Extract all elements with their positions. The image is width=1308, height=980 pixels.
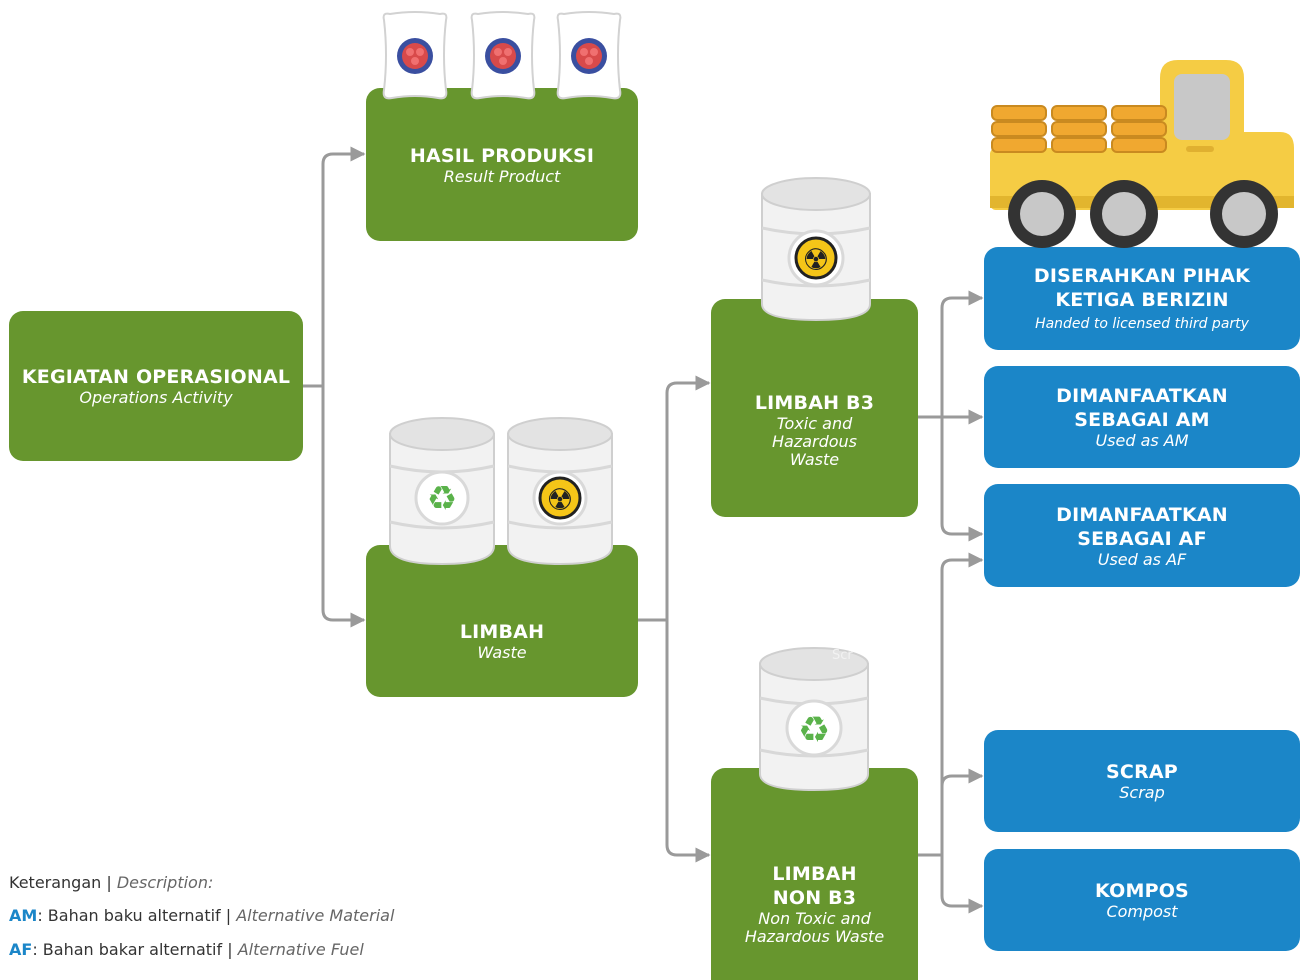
svg-text:☢: ☢ (803, 243, 830, 278)
third-party-title: DISERAHKAN PIHAK KETIGA BERIZIN (1033, 265, 1251, 311)
product-title: HASIL PRODUKSI (409, 144, 595, 167)
connector-to-nonb3 (665, 620, 711, 863)
scrap-box: SCRAP Scrap (984, 730, 1300, 832)
connector-to-b3 (665, 375, 711, 620)
result-product-box: HASIL PRODUKSI Result Product (366, 88, 638, 241)
watermark-text: Scr (832, 648, 853, 663)
non-b3-waste-box: LIMBAH NON B3 Non Toxic and Hazardous Wa… (711, 768, 918, 980)
legend-af-separator: | (222, 940, 238, 959)
legend-am-separator: | (220, 906, 237, 925)
svg-text:♻: ♻ (798, 710, 830, 751)
af-title: DIMANFAATKAN SEBAGAI AF (1056, 503, 1228, 550)
operations-subtitle: Operations Activity (79, 388, 233, 407)
used-as-af-box: DIMANFAATKAN SEBAGAI AF Used as AF (984, 484, 1300, 587)
waste-box: LIMBAH Waste (366, 545, 638, 697)
legend-separator: | (101, 873, 117, 892)
connector-to-third-party (940, 290, 984, 417)
non-b3-barrel-icon: ♻ (759, 647, 869, 792)
waste-title: LIMBAH (459, 621, 545, 643)
legend-af-text: : Bahan bakar alternatif (32, 940, 223, 959)
fertilizer-sacks-icon (382, 11, 622, 100)
legend-am-en: Alternative Material (236, 906, 395, 925)
af-subtitle: Used as AF (1097, 549, 1187, 569)
waste-barrels-icon: ♻ ☢ (389, 416, 614, 566)
am-title: DIMANFAATKAN SEBAGAI AM (1056, 385, 1228, 431)
operations-activity-box: KEGIATAN OPERASIONAL Operations Activity (9, 311, 303, 461)
third-party-box: DISERAHKAN PIHAK KETIGA BERIZIN Handed t… (984, 247, 1300, 350)
b3-barrel-icon: ☢ (761, 177, 871, 322)
truck-icon (990, 60, 1294, 248)
b3-subtitle: Toxic and Hazardous Waste (771, 414, 858, 469)
legend-af: AF: Bahan bakar alternatif | Alternative… (9, 940, 364, 959)
connector-to-waste (321, 386, 366, 628)
legend-am-abbr: AM (9, 906, 38, 925)
legend-af-abbr: AF (9, 940, 33, 959)
non-b3-subtitle: Non Toxic and Hazardous Waste (744, 909, 885, 946)
legend-heading-en: Description: (116, 873, 214, 892)
operations-title: KEGIATAN OPERASIONAL (21, 366, 291, 388)
am-subtitle: Used as AM (1095, 431, 1189, 450)
compost-box: KOMPOS Compost (984, 849, 1300, 951)
scrap-subtitle: Scrap (1119, 783, 1165, 802)
legend-am: AM: Bahan baku alternatif | Alternative … (9, 906, 394, 925)
used-as-am-box: DIMANFAATKAN SEBAGAI AM Used as AM (984, 366, 1300, 468)
b3-title: LIMBAH B3 (754, 392, 875, 414)
svg-text:♻: ♻ (427, 479, 457, 519)
connector-to-af-from-b3 (940, 417, 984, 542)
connector-to-af-from-nonb3 (940, 552, 984, 855)
connector-to-scrap (940, 768, 984, 855)
svg-text:☢: ☢ (547, 483, 574, 518)
connector-to-product (321, 146, 366, 386)
compost-subtitle: Compost (1106, 902, 1178, 921)
legend-heading: Keterangan | Description: (9, 873, 213, 892)
legend-af-en: Alternative Fuel (237, 940, 364, 959)
scrap-title: SCRAP (1106, 761, 1178, 783)
b3-waste-box: LIMBAH B3 Toxic and Hazardous Waste (711, 299, 918, 517)
third-party-subtitle: Handed to licensed third party (1035, 316, 1249, 332)
connector-to-compost (940, 855, 984, 914)
legend-am-text: : Bahan baku alternatif (37, 906, 221, 925)
waste-subtitle: Waste (477, 643, 527, 662)
legend-heading-label: Keterangan (9, 873, 102, 892)
compost-title: KOMPOS (1095, 880, 1189, 902)
product-subtitle: Result Product (443, 166, 561, 186)
non-b3-title: LIMBAH NON B3 (772, 863, 857, 909)
